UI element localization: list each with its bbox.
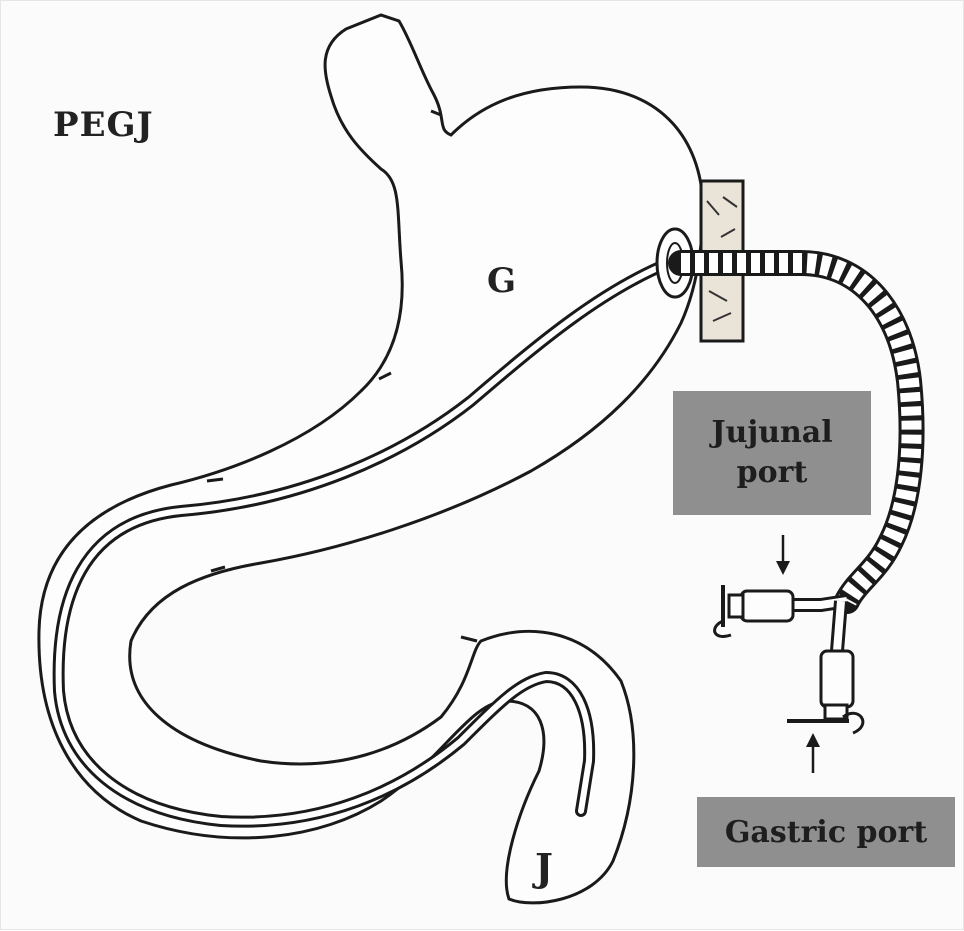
jejunum-label: J bbox=[535, 847, 553, 889]
jejunal-port-label-box: Jujunal port bbox=[673, 391, 871, 515]
gastric-port-arrow bbox=[806, 733, 820, 773]
gastric-port-cap bbox=[787, 651, 863, 733]
diagram-title: PEGJ bbox=[53, 107, 154, 144]
stomach-label: G bbox=[487, 263, 516, 300]
gastric-port-label-box: Gastric port bbox=[697, 797, 955, 867]
jejunal-port-label-line2: port bbox=[737, 453, 808, 494]
gastric-port-label: Gastric port bbox=[725, 815, 927, 850]
jejunal-port-cap bbox=[715, 585, 793, 636]
jejunal-port-label-line1: Jujunal bbox=[711, 413, 832, 454]
y-connector bbox=[791, 601, 847, 651]
jejunal-port-arrow bbox=[776, 535, 790, 575]
